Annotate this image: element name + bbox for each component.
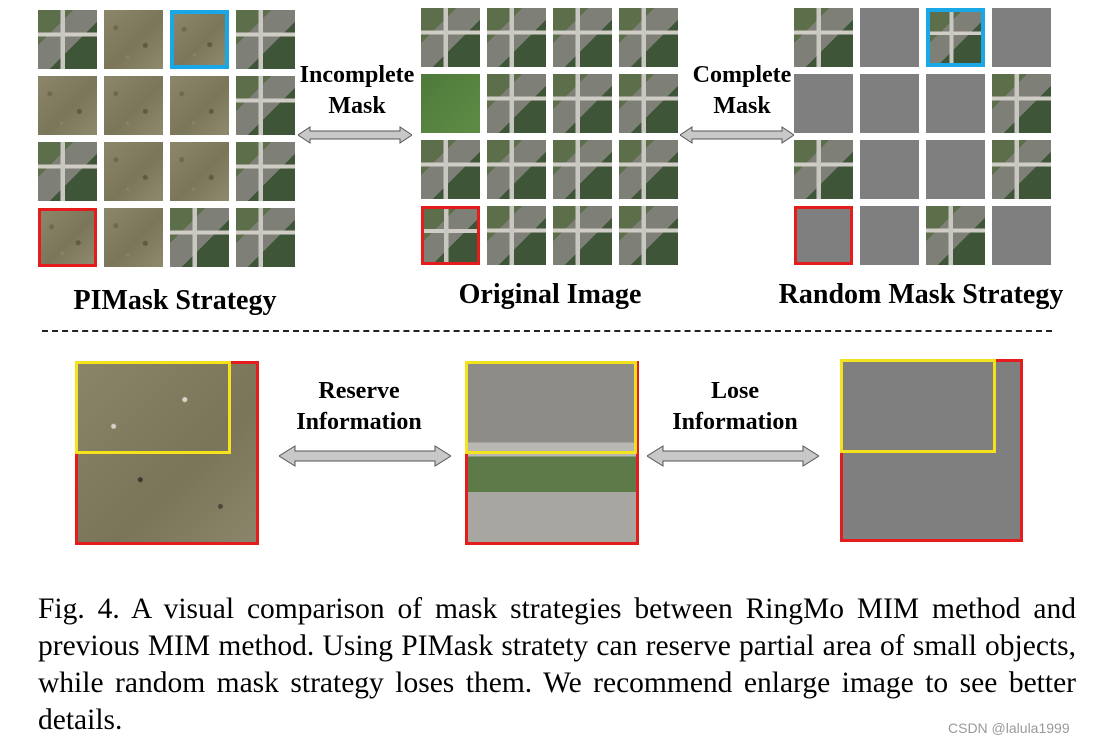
label-line: Information: [672, 409, 798, 435]
image-tile: [170, 76, 229, 135]
masked-tile: [926, 74, 985, 133]
figure-caption: Fig. 4. A visual comparison of mask stra…: [38, 593, 1076, 736]
image-tile: [926, 206, 985, 265]
image-tile: [104, 142, 163, 201]
image-tile: [619, 206, 678, 265]
incomplete-mask-label: Incomplete Mask: [290, 60, 424, 122]
highlight-box-yellow: [75, 361, 231, 454]
image-tile: [619, 140, 678, 199]
image-tile: [794, 140, 853, 199]
double-arrow: [647, 445, 819, 467]
image-tile: [487, 74, 546, 133]
image-tile: [421, 140, 480, 199]
masked-tile: [860, 74, 919, 133]
image-tile: [38, 76, 97, 135]
double-arrow: [680, 126, 794, 144]
image-tile: [38, 10, 97, 69]
image-tile: [38, 142, 97, 201]
image-tile: [553, 206, 612, 265]
pimask-zoom-image: [75, 361, 259, 545]
pimask-grid: [38, 10, 295, 267]
label-line: Mask: [328, 93, 386, 119]
original-zoom-image: [465, 361, 639, 545]
masked-tile: [860, 140, 919, 199]
highlighted-tile-blue: [926, 8, 985, 67]
label-line: Information: [296, 409, 422, 435]
image-tile: [170, 142, 229, 201]
image-tile: [104, 10, 163, 69]
highlighted-tile-red: [38, 208, 97, 267]
double-arrow: [298, 126, 412, 144]
masked-tile: [860, 206, 919, 265]
image-tile: [619, 74, 678, 133]
double-arrow: [279, 445, 451, 467]
reserve-information-label: Reserve Information: [282, 376, 436, 438]
masked-tile: [992, 206, 1051, 265]
highlighted-tile-red: [421, 206, 480, 265]
random-mask-strategy-title: Random Mask Strategy: [778, 279, 1064, 310]
image-tile: [553, 8, 612, 67]
highlight-box-yellow: [465, 361, 637, 454]
label-line: Complete: [692, 62, 792, 88]
highlight-box-yellow: [840, 359, 996, 453]
original-grid: [421, 8, 678, 265]
image-tile: [619, 8, 678, 67]
image-tile: [236, 142, 295, 201]
label-line: Reserve: [318, 378, 400, 404]
lose-information-label: Lose Information: [660, 376, 810, 438]
random-mask-grid: [794, 8, 1051, 265]
image-tile: [553, 140, 612, 199]
highlighted-tile-blue: [170, 10, 229, 69]
image-tile: [104, 76, 163, 135]
image-tile: [992, 74, 1051, 133]
image-tile: [421, 8, 480, 67]
image-tile: [553, 74, 612, 133]
image-tile: [487, 140, 546, 199]
image-tile: [170, 208, 229, 267]
image-tile: [487, 8, 546, 67]
image-tile: [236, 10, 295, 69]
masked-tile: [794, 74, 853, 133]
image-tile: [794, 8, 853, 67]
pimask-strategy-title: PIMask Strategy: [73, 285, 277, 316]
random-mask-zoom-image: [840, 359, 1023, 542]
dashed-separator: [42, 330, 1052, 332]
highlighted-tile-red: [794, 206, 853, 265]
image-tile: [236, 208, 295, 267]
image-tile: [236, 76, 295, 135]
image-tile: [487, 206, 546, 265]
watermark: CSDN @lalula1999: [948, 720, 1070, 736]
complete-mask-label: Complete Mask: [680, 60, 804, 122]
image-tile: [421, 74, 480, 133]
masked-tile: [992, 8, 1051, 67]
label-line: Lose: [711, 378, 759, 404]
masked-tile: [860, 8, 919, 67]
label-line: Mask: [713, 93, 771, 119]
original-image-title: Original Image: [458, 279, 642, 310]
image-tile: [992, 140, 1051, 199]
image-tile: [104, 208, 163, 267]
masked-tile: [926, 140, 985, 199]
label-line: Incomplete: [299, 62, 415, 88]
